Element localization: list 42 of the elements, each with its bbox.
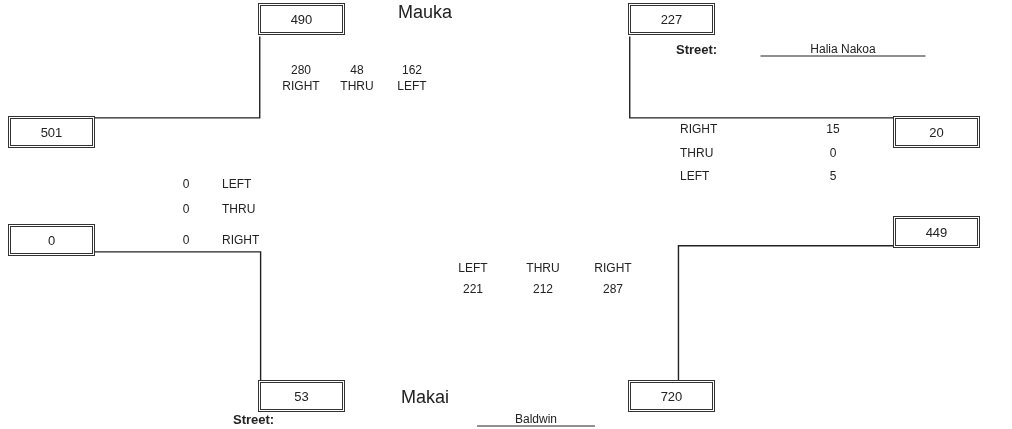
count-value: 0: [182, 233, 190, 247]
movement-label: RIGHT: [680, 122, 718, 136]
movement-label: LEFT: [458, 261, 488, 275]
count-value: 212: [533, 282, 553, 296]
street-label: Street:: [676, 43, 718, 57]
count-value: 287: [603, 282, 623, 296]
street-name: Halia Nakoa: [760, 41, 926, 57]
movement-label: THRU: [680, 146, 714, 160]
count-value: 0: [182, 177, 190, 191]
movement-label: THRU: [340, 79, 374, 93]
street-name: Baldwin: [477, 411, 595, 427]
count-value: 162: [402, 63, 422, 77]
count-box: 227: [628, 3, 715, 35]
movement-label: RIGHT: [282, 79, 320, 93]
count-value: 0: [829, 146, 837, 160]
count-value: 221: [463, 282, 483, 296]
movement-label: LEFT: [397, 79, 427, 93]
movement-label: RIGHT: [594, 261, 632, 275]
count-box: 53: [258, 380, 345, 412]
count-value: 15: [826, 122, 840, 136]
movement-label: RIGHT: [222, 233, 260, 247]
connector-line: [94, 251, 262, 381]
count-box: 490: [258, 3, 345, 35]
count-value: 5: [829, 169, 837, 183]
count-value: 280: [291, 63, 311, 77]
count-box: 501: [8, 116, 95, 148]
connector-line: [94, 35, 261, 119]
connector-line: [677, 245, 894, 381]
street-label: Street:: [233, 413, 275, 427]
count-box: 0: [8, 224, 95, 256]
direction-label: Mauka: [398, 5, 452, 19]
movement-label: LEFT: [222, 177, 252, 191]
movement-label: THRU: [526, 261, 560, 275]
connector-line: [629, 35, 894, 119]
count-value: 48: [350, 63, 364, 77]
movement-label: LEFT: [680, 169, 710, 183]
count-box: 720: [628, 380, 715, 412]
count-box: 449: [893, 216, 980, 248]
count-value: 0: [182, 202, 190, 216]
movement-label: THRU: [222, 202, 256, 216]
direction-label: Makai: [401, 390, 449, 404]
count-box: 20: [893, 116, 980, 148]
